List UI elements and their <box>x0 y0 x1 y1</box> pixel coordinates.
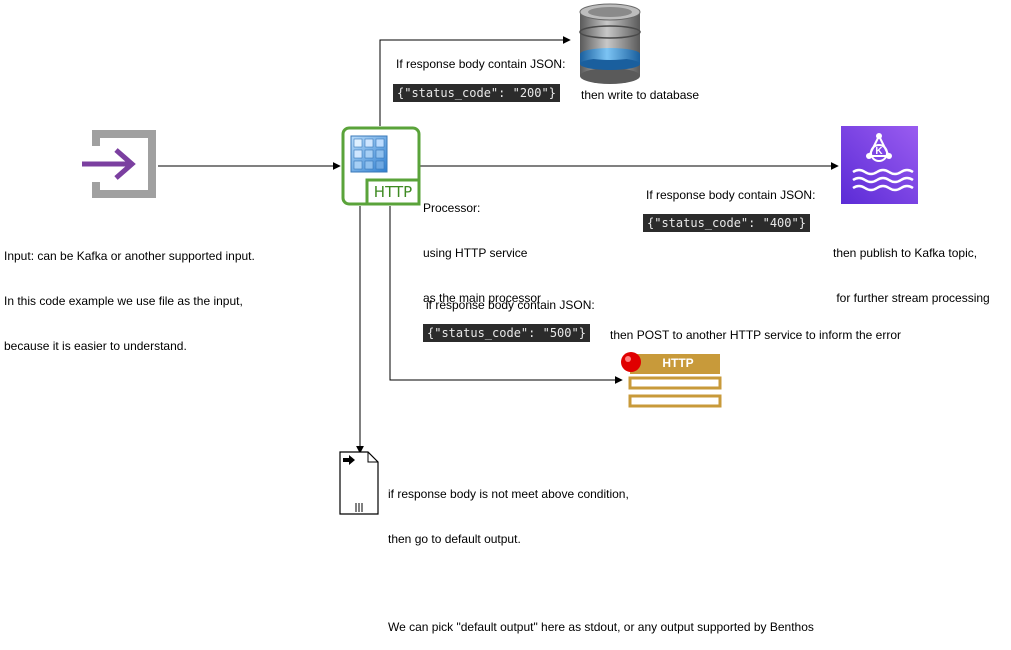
default-text-line3: We can pick "default output" here as std… <box>388 620 814 634</box>
database-icon <box>576 2 644 86</box>
input-text-line2: In this code example we use file as the … <box>4 294 243 308</box>
kafka-code: {"status_code": "400"} <box>643 214 810 232</box>
kafka-icon <box>841 126 918 204</box>
connector-lines <box>158 36 839 454</box>
kafka-condition: If response body contain JSON: <box>646 188 816 202</box>
default-output-description: if response body is not meet above condi… <box>388 457 814 650</box>
output-file-icon <box>338 450 380 516</box>
kafka-action-line2: for further stream processing <box>833 291 990 305</box>
processor-badge: HTTP <box>373 183 413 201</box>
error-condition: if response body contain JSON: <box>426 298 595 312</box>
error-action: then POST to another HTTP service to inf… <box>610 328 902 342</box>
kafka-action-line1: then publish to Kafka topic, <box>833 246 978 260</box>
error-http-badge: HTTP <box>662 356 694 370</box>
processor-text-line1: Processor: <box>423 201 481 215</box>
database-action: then write to database <box>581 88 700 102</box>
database-condition: If response body contain JSON: <box>396 57 566 71</box>
edge-processor-database <box>379 36 571 126</box>
input-text-line3: because it is easier to understand. <box>4 339 187 353</box>
default-text-line1: if response body is not meet above condi… <box>388 487 629 501</box>
edge-processor-error <box>389 206 623 384</box>
kafka-action: then publish to Kafka topic, for further… <box>833 216 990 321</box>
kafka-letter: K <box>875 146 883 157</box>
processor-description: Processor: using HTTP service as the mai… <box>423 171 541 321</box>
processor-text-line3: as the main processor <box>423 291 542 305</box>
http-service-icon <box>341 126 421 206</box>
database-code: {"status_code": "200"} <box>393 84 560 102</box>
error-code: {"status_code": "500"} <box>423 324 590 342</box>
input-description: Input: can be Kafka or another supported… <box>4 219 255 369</box>
default-text-line2: then go to default output. <box>388 532 521 546</box>
input-text-line1: Input: can be Kafka or another supported… <box>4 249 255 263</box>
http-error-icon <box>618 350 722 414</box>
processor-text-line2: using HTTP service <box>423 246 528 260</box>
input-arrow-icon <box>80 128 160 200</box>
